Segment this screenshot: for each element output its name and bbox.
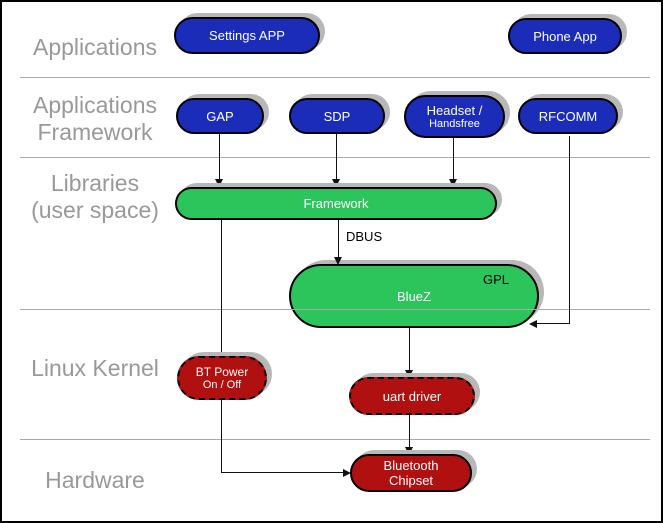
node-label-sub: Handsfree xyxy=(429,117,480,130)
edge-uart-chipset xyxy=(409,415,410,448)
arrowhead-bluez-uart xyxy=(405,370,413,378)
arrowhead-rfcomm-bluez xyxy=(529,320,537,328)
node-headset-handsfree: Headset / Handsfree xyxy=(404,95,505,138)
divider-libraries xyxy=(20,309,650,310)
node-framework: Framework xyxy=(175,187,497,220)
layer-label-applications: Applications xyxy=(10,34,180,61)
node-label: BT Power xyxy=(195,364,249,379)
divider-applications xyxy=(20,77,650,78)
edge-framework-chipset-vertical xyxy=(221,220,222,473)
layer-label-line: Framework xyxy=(37,119,153,145)
edge-framework-chipset-horizontal xyxy=(221,472,344,473)
node-label-sub: Chipset xyxy=(388,473,434,488)
layer-label-line: Libraries xyxy=(50,170,140,196)
edge-sdp-framework xyxy=(336,134,337,180)
layer-label-line: Applications xyxy=(32,92,158,118)
layer-label-app-framework: Applications Framework xyxy=(10,92,180,146)
node-settings-app: Settings APP xyxy=(174,17,320,54)
divider-kernel xyxy=(20,439,650,440)
arrowhead-framework-bluez xyxy=(334,257,342,265)
node-label: Phone App xyxy=(533,28,597,44)
node-bluez: BlueZ GPL xyxy=(289,264,539,328)
edge-label-dbus: DBUS xyxy=(346,229,383,244)
node-rfcomm: RFCOMM xyxy=(518,98,618,134)
node-label: Framework xyxy=(303,196,369,211)
layer-label-libraries: Libraries (user space) xyxy=(10,170,180,224)
node-label: Bluetooth xyxy=(383,458,439,473)
node-sdp: SDP xyxy=(289,98,385,134)
edge-rfcomm-bluez-vertical xyxy=(569,136,570,324)
edge-headset-framework xyxy=(453,138,454,180)
node-gap: GAP xyxy=(176,98,264,134)
edge-framework-bluez xyxy=(338,220,339,258)
node-label: Headset / xyxy=(426,102,483,118)
layer-label-linux-kernel: Linux Kernel xyxy=(10,355,180,382)
node-label: GAP xyxy=(206,108,234,124)
arrowhead-gap-framework xyxy=(215,179,223,187)
edge-bluez-uart xyxy=(409,328,410,371)
layer-label-line: Linux Kernel xyxy=(31,355,159,381)
node-label: Settings APP xyxy=(209,28,285,43)
node-phone-app: Phone App xyxy=(508,18,622,54)
arrowhead-headset-framework xyxy=(449,179,457,187)
node-bt-power: BT Power On / Off xyxy=(177,356,267,400)
divider-app-framework xyxy=(20,157,650,158)
layer-label-hardware: Hardware xyxy=(10,467,180,494)
node-label: RFCOMM xyxy=(538,108,598,124)
node-label-sub: On / Off xyxy=(202,378,242,391)
layer-label-line: Applications xyxy=(32,34,158,60)
node-bluetooth-chipset: Bluetooth Chipset xyxy=(350,454,472,492)
edge-gap-framework xyxy=(219,134,220,180)
node-label: BlueZ xyxy=(397,288,431,304)
node-label: uart driver xyxy=(382,388,442,404)
layer-label-line: Hardware xyxy=(45,467,145,493)
edge-rfcomm-bluez-horizontal xyxy=(536,323,570,324)
node-label: SDP xyxy=(323,108,351,124)
arrowhead-uart-chipset xyxy=(405,447,413,455)
arrowhead-framework-chipset xyxy=(343,469,351,477)
arrowhead-sdp-framework xyxy=(332,179,340,187)
gpl-badge: GPL xyxy=(482,272,509,287)
layer-label-line: (user space) xyxy=(31,197,159,223)
node-uart-driver: uart driver xyxy=(349,377,475,415)
